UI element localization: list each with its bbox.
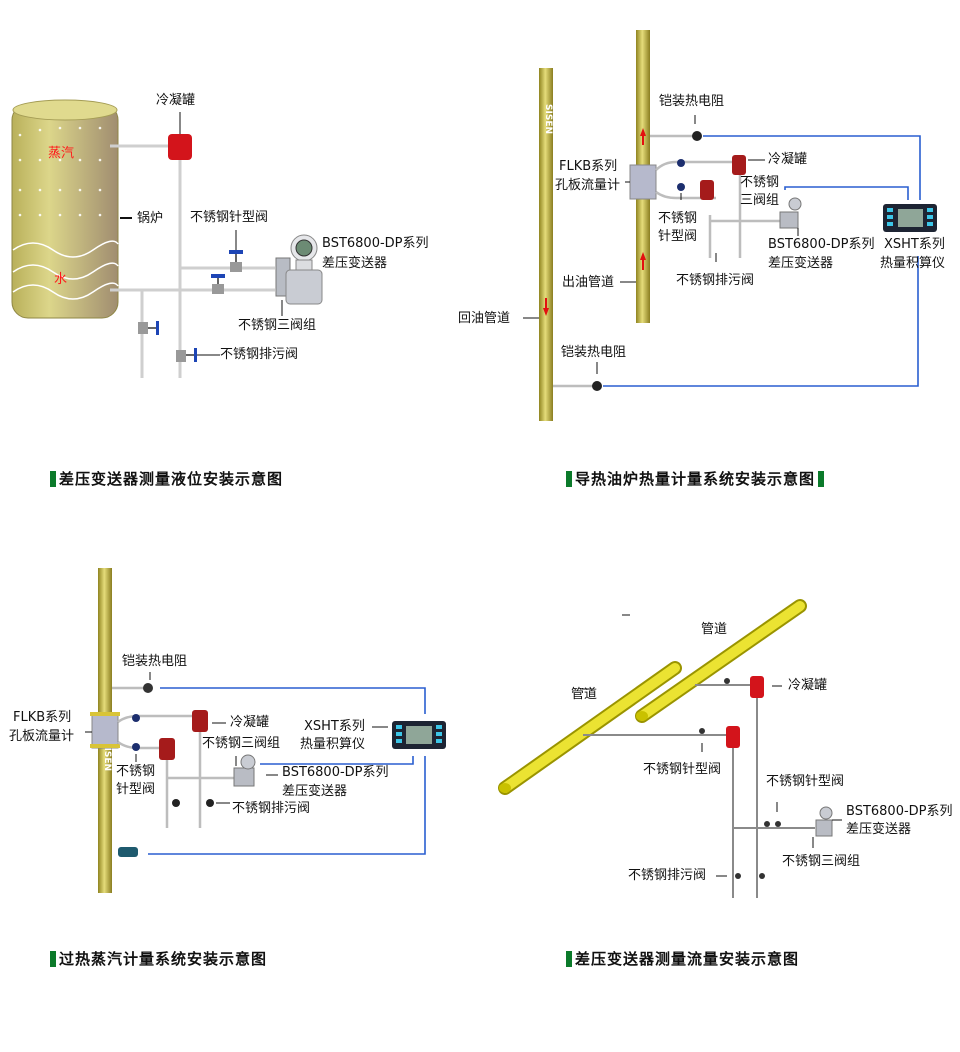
three-valve-label: 不锈钢三阀组 (202, 736, 281, 751)
condenser-label: 冷凝罐 (156, 93, 196, 108)
steam-label: 蒸汽 (48, 146, 75, 161)
signal-wire (603, 135, 921, 387)
condenser-pot (700, 180, 714, 200)
dp-transmitter-icon (815, 806, 833, 837)
needle-valve-left-label: 不锈钢针型阀 (643, 762, 722, 777)
caption-marker (50, 471, 56, 487)
drain-valve-label: 不锈钢排污阀 (232, 801, 311, 816)
superheated-steam-drawing: SISEN (85, 568, 446, 893)
dp-transmitter-icon (275, 234, 323, 305)
watermark: SISEN (102, 741, 112, 771)
condenser-pot (168, 134, 192, 160)
orifice-label-2: 孔板流量计 (555, 178, 621, 193)
liquid-level-drawing (11, 99, 323, 378)
orifice-flowmeter-icon (91, 713, 119, 749)
thermal-oil-drawing: SISEN (523, 30, 937, 421)
dp-transmitter-icon (233, 754, 256, 787)
transmitter-label-2: 差压变送器 (322, 256, 388, 271)
calculator-label-2: 热量积算仪 (880, 256, 946, 271)
condenser-label: 冷凝罐 (230, 715, 270, 730)
diagram-dp-flow: 管道 管道 冷凝罐 不锈钢针型阀 不锈钢针型阀 BST6800-DP系列 差压变… (480, 500, 960, 1052)
outlet-pipe-label: 出油管道 (562, 275, 615, 290)
caption-thermal-oil: 导热油炉热量计量系统安装示意图 (566, 469, 825, 489)
transmitter-label-1: BST6800-DP系列 (282, 765, 389, 780)
dp-flow-drawing (498, 599, 842, 898)
caption-liquid-level: 差压变送器测量液位安装示意图 (50, 469, 283, 489)
caption-marker (818, 471, 825, 487)
rtd-bottom-label: 铠装热电阻 (561, 345, 627, 360)
pipe-upper-label: 管道 (701, 622, 728, 637)
transmitter-label-1: BST6800-DP系列 (846, 804, 953, 819)
heat-calculator-icon (392, 721, 446, 749)
needle-valve-label-1: 不锈钢 (658, 211, 698, 226)
signal-wire (148, 687, 426, 855)
calculator-label-2: 热量积算仪 (300, 737, 366, 752)
transmitter-label-2: 差压变送器 (282, 784, 348, 799)
orifice-flowmeter-icon (629, 164, 657, 200)
caption-marker (50, 951, 56, 967)
orifice-label-1: FLKB系列 (559, 159, 618, 174)
caption-marker (566, 471, 572, 487)
condenser-pot (732, 155, 746, 175)
boiler-tank (11, 99, 119, 319)
condenser-label: 冷凝罐 (788, 678, 828, 693)
calculator-label-1: XSHT系列 (884, 237, 945, 252)
return-pipe-label: 回油管道 (458, 311, 511, 326)
drain-valve-label: 不锈钢排污阀 (628, 868, 707, 883)
needle-valve-label-2: 针型阀 (658, 229, 698, 244)
drain-valve-icon (138, 321, 197, 362)
rtd-icon (592, 381, 602, 391)
three-valve-label-1: 不锈钢 (740, 175, 780, 190)
transmitter-label-1: BST6800-DP系列 (322, 236, 429, 251)
transmitter-label-2: 差压变送器 (768, 256, 834, 271)
rtd-icon (118, 847, 138, 857)
orifice-label-2: 孔板流量计 (9, 729, 75, 744)
three-valve-label: 不锈钢三阀组 (238, 318, 317, 333)
caption-text: 差压变送器测量流量安装示意图 (575, 950, 800, 968)
caption-text: 差压变送器测量液位安装示意图 (59, 470, 284, 488)
diagram-liquid-level: 冷凝罐 蒸汽 水 锅炉 不锈钢针型阀 BST6800-DP系列 差压变送器 不锈… (0, 0, 480, 500)
return-oil-pipe (539, 68, 553, 421)
condenser-pot (750, 676, 764, 698)
rtd-label: 铠装热电阻 (122, 654, 188, 669)
condenser-pot (192, 710, 208, 732)
water-label: 水 (54, 272, 68, 287)
dp-transmitter-icon (779, 197, 802, 229)
diagram-thermal-oil: SISEN 铠装热电阻 (0, 0, 960, 500)
caption-text: 导热油炉热量计量系统安装示意图 (575, 470, 816, 488)
caption-dp-flow: 差压变送器测量流量安装示意图 (566, 949, 799, 969)
caption-text: 过热蒸汽计量系统安装示意图 (59, 950, 268, 968)
condenser-label: 冷凝罐 (768, 152, 808, 167)
calculator-label-1: XSHT系列 (304, 719, 365, 734)
needle-valve-label: 不锈钢针型阀 (190, 210, 269, 225)
needle-valve-label-2: 针型阀 (116, 782, 156, 797)
watermark: SISEN (543, 104, 553, 134)
heat-calculator-icon (883, 204, 937, 232)
needle-valve-label-1: 不锈钢 (116, 764, 156, 779)
transmitter-label-1: BST6800-DP系列 (768, 237, 875, 252)
three-valve-label: 不锈钢三阀组 (782, 854, 861, 869)
needle-valve-icon (211, 250, 243, 294)
three-valve-label-2: 三阀组 (740, 193, 780, 208)
caption-marker (566, 951, 572, 967)
drain-valve-label: 不锈钢排污阀 (220, 347, 299, 362)
needle-valve-right-label: 不锈钢针型阀 (766, 774, 845, 789)
diagram-superheated-steam: SISEN 铠装热电阻 FLKB系列 孔板流 (0, 500, 480, 1052)
condenser-pot (726, 726, 740, 748)
boiler-label: 锅炉 (137, 211, 164, 226)
orifice-label-1: FLKB系列 (13, 710, 72, 725)
rtd-icon (143, 683, 153, 693)
rtd-icon (692, 131, 702, 141)
transmitter-label-2: 差压变送器 (846, 822, 912, 837)
rtd-top-label: 铠装热电阻 (659, 94, 725, 109)
impulse-lines (583, 684, 815, 898)
caption-superheated-steam: 过热蒸汽计量系统安装示意图 (50, 949, 267, 969)
condenser-pot (159, 738, 175, 760)
pipe-lower-label: 管道 (571, 687, 598, 702)
drain-valve-label: 不锈钢排污阀 (676, 273, 755, 288)
